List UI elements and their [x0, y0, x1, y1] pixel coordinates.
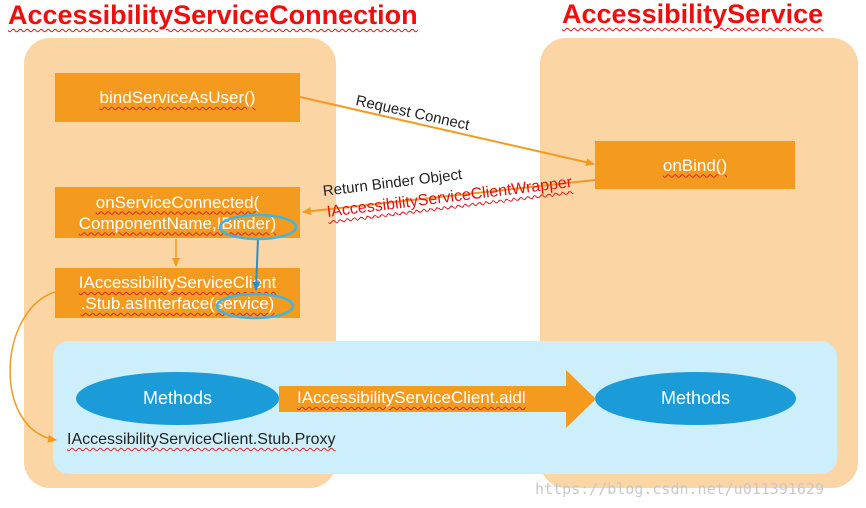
methods-left-ellipse: Methods: [76, 372, 279, 425]
on-service-connected-line1: onServiceConnected(: [95, 192, 260, 212]
bind-service-label: bindServiceAsUser(): [99, 88, 256, 107]
aidl-label: IAccessibilityServiceClient.aidl: [297, 388, 526, 407]
proxy-label: IAccessibilityServiceClient.Stub.Proxy: [67, 431, 336, 448]
service-highlight: [215, 292, 295, 320]
methods-right-ellipse: Methods: [595, 372, 796, 425]
stub-line1: IAccessibilityServiceClient: [78, 273, 277, 292]
methods-right-label: Methods: [660, 388, 731, 408]
left-title: AccessibilityServiceConnection: [8, 0, 418, 30]
on-bind-box: onBind(): [595, 141, 795, 189]
methods-left-label: Methods: [142, 388, 213, 408]
on-service-connected-line2: ComponentName,IBinder): [78, 213, 277, 233]
ibinder-highlight: [218, 213, 298, 241]
return-binder-arrow: [302, 179, 596, 216]
watermark: https://blog.csdn.net/u011391629: [535, 480, 824, 498]
on-service-connected-box: onServiceConnected( ComponentName,IBinde…: [55, 187, 300, 238]
aidl-block-arrow: [279, 370, 596, 428]
on-bind-label: onBind(): [662, 155, 728, 175]
stub-to-proxy-curve: [9, 291, 57, 443]
bind-service-box: bindServiceAsUser(): [55, 73, 300, 122]
request-connect-arrow: [299, 96, 595, 167]
ibinder-to-service-arrow: [252, 237, 261, 291]
right-title: AccessibilityService: [562, 0, 824, 29]
